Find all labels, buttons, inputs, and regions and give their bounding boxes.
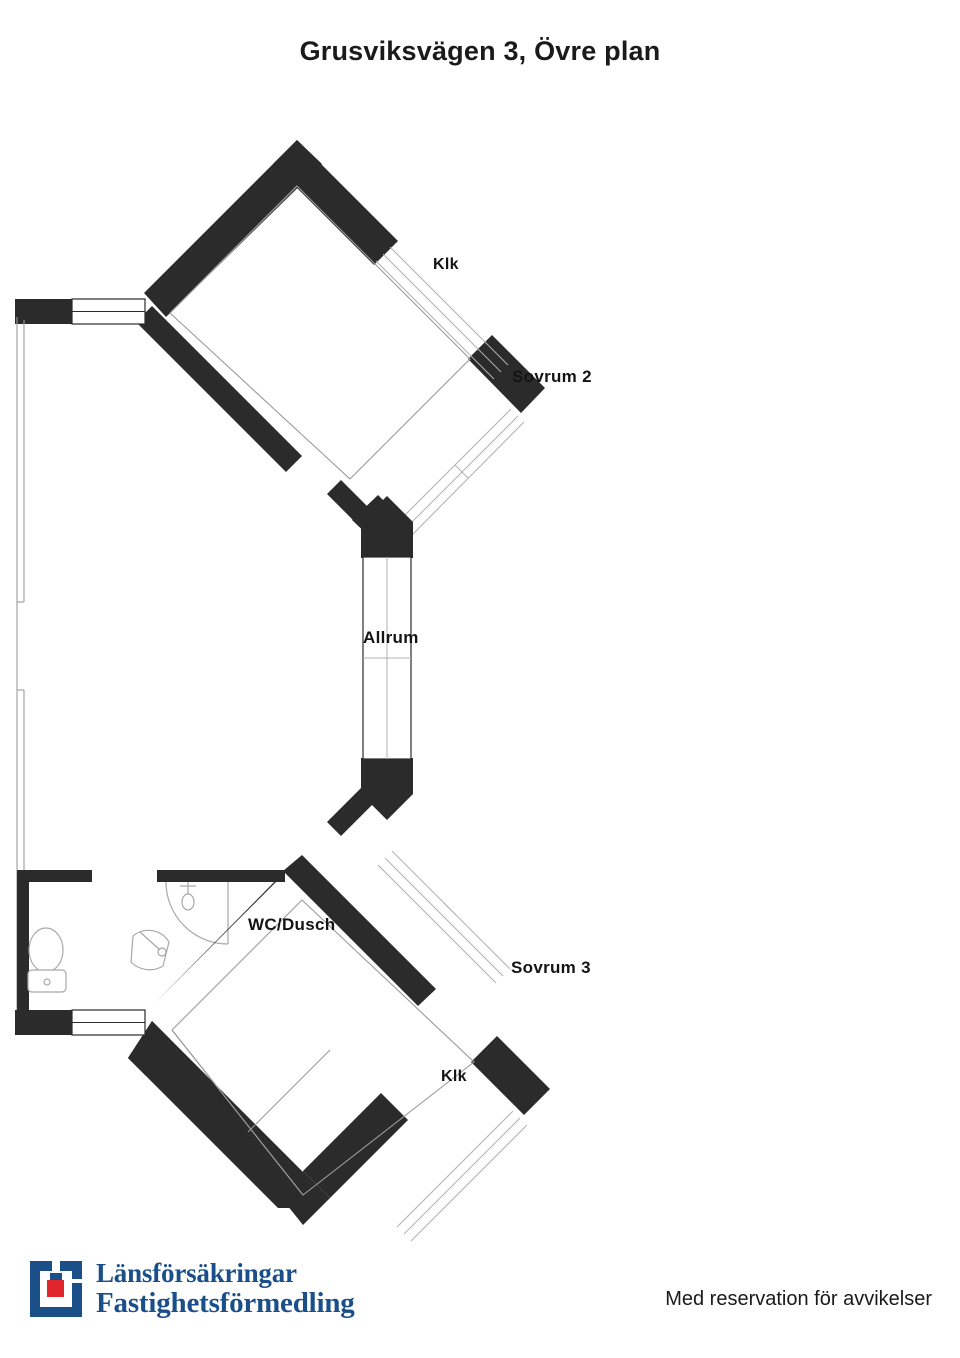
sovrum2-walls (136, 140, 545, 540)
sovrum3-walls (128, 855, 550, 1225)
wc-dusch-walls (15, 870, 285, 1036)
brand-wordmark: Länsförsäkringar Fastighetsförmedling (96, 1260, 355, 1318)
wc-diagonal-wall (154, 856, 302, 1004)
window-center (327, 480, 413, 836)
window-top-left (15, 298, 146, 325)
page-title: Grusviksvägen 3, Övre plan (299, 36, 661, 66)
room-label-klk-top: Klk (433, 256, 459, 273)
window-sovrum2-ne (375, 246, 509, 380)
klk-top-divider (212, 185, 298, 271)
disclaimer-text: Med reservation för avvikelser (665, 1288, 932, 1310)
brand-logo: Länsförsäkringar Fastighetsförmedling (30, 1260, 355, 1318)
klk-bottom-divider (247, 1049, 331, 1133)
window-sovrum3-ne (377, 850, 511, 984)
shower-head-icon (180, 882, 196, 911)
brand-line-2: Fastighetsförmedling (96, 1287, 355, 1319)
brand-line-1: Länsförsäkringar (96, 1258, 297, 1288)
floorplan-drawing: .w { fill: #2b2b2b; } .thin { fill: none… (15, 140, 550, 1242)
door-swing-icon (165, 881, 229, 945)
window-sovrum3-se (396, 1110, 528, 1242)
room-label-klk-bottom: Klk (441, 1068, 467, 1085)
klk-bottom-partition (171, 1029, 304, 1196)
floorplan-canvas: .w { fill: #2b2b2b; } .thin { fill: none… (0, 110, 960, 1250)
room-label-sovrum-2: Sovrum 2 (512, 367, 592, 386)
toilet-icon (27, 927, 67, 993)
footer: Länsförsäkringar Fastighetsförmedling Me… (0, 1248, 960, 1358)
room-label-allrum: Allrum (363, 628, 419, 647)
room-label-sovrum-3: Sovrum 3 (511, 958, 591, 977)
washbasin-icon (130, 929, 170, 971)
window-sovrum2-se (394, 408, 525, 539)
lansforsakringar-logo-icon (30, 1261, 82, 1317)
room-label-wc-dusch: WC/Dusch (248, 915, 336, 934)
sovrum3-inner-outline (171, 899, 475, 1196)
